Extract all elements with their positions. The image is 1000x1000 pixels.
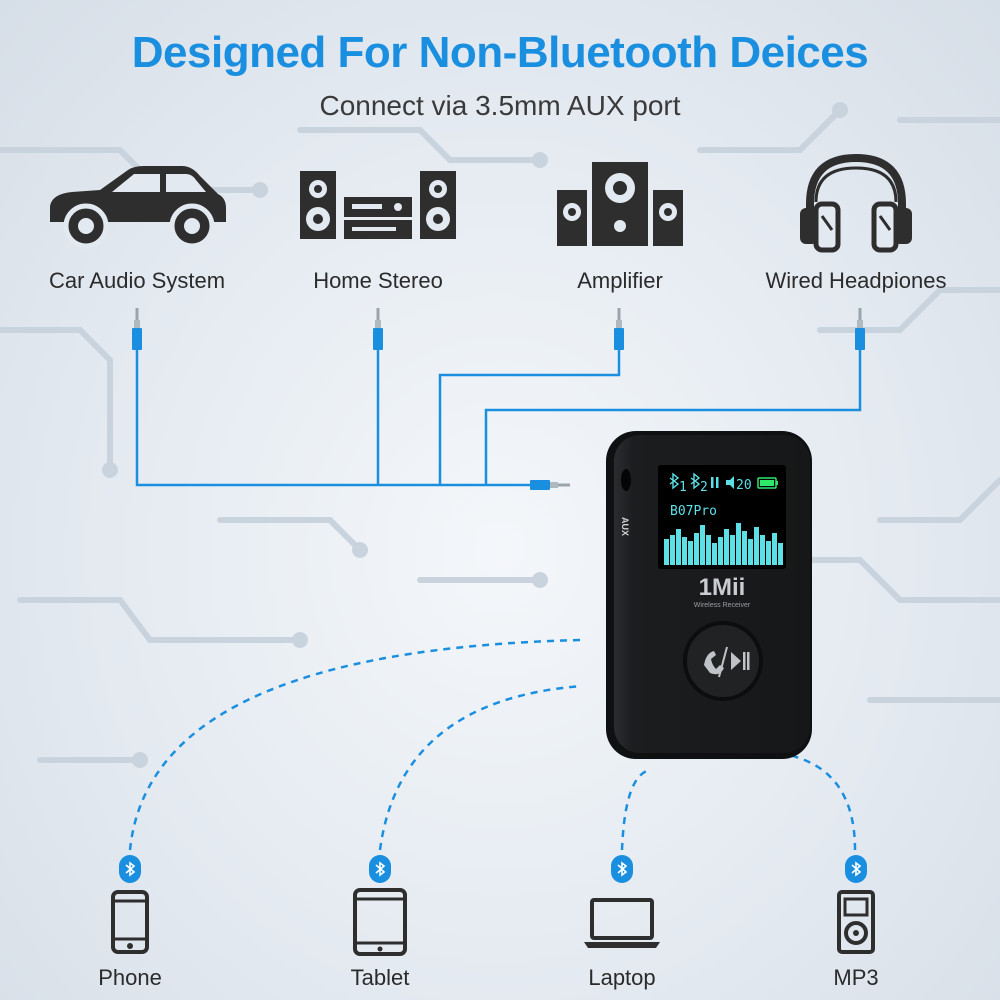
- aux-port-label: AUX: [620, 517, 630, 536]
- phone-icon: [45, 887, 215, 957]
- mp3-player-icon: [771, 887, 941, 957]
- source-home-stereo: Home Stereo: [258, 150, 498, 294]
- target-label: Laptop: [588, 965, 656, 990]
- source-label: Amplifier: [577, 268, 663, 293]
- bluetooth-icon: [611, 855, 633, 883]
- volume-icon: [726, 476, 734, 489]
- laptop-icon: [537, 887, 707, 957]
- target-tablet: Tablet: [295, 855, 465, 991]
- target-phone: Phone: [45, 855, 215, 991]
- bluetooth-link-lines: [128, 638, 857, 851]
- bluetooth-icon: [119, 855, 141, 883]
- bluetooth-icon: [845, 855, 867, 883]
- page-title: Designed For Non-Bluetooth Deices: [131, 28, 869, 77]
- target-label: MP3: [833, 965, 879, 990]
- bt1-indicator: 1: [679, 480, 687, 495]
- source-headphones: Wired Headpiones: [736, 150, 976, 294]
- brand-logo: 1Mii: [699, 574, 746, 601]
- bt2-indicator: 2: [700, 480, 708, 495]
- car-icon: [17, 150, 257, 260]
- source-label: Home Stereo: [313, 268, 443, 293]
- tablet-icon: [295, 887, 465, 957]
- target-label: Phone: [98, 965, 162, 990]
- model-line-text: Wireless Receiver: [694, 602, 751, 609]
- headphones-icon: [736, 150, 976, 260]
- source-amplifier: Amplifier: [500, 150, 740, 294]
- page-subtitle: Connect via 3.5mm AUX port: [319, 90, 681, 121]
- target-laptop: Laptop: [537, 855, 707, 991]
- bluetooth-receiver-device: AUX 1 2 20 B07Pro 1Mii Wireless Receiver: [606, 431, 812, 759]
- source-label: Wired Headpiones: [765, 268, 947, 293]
- device-name-display: B07Pro: [670, 504, 717, 519]
- equalizer-graphic: [664, 523, 783, 565]
- bluetooth-icon: [369, 855, 391, 883]
- call-play-pause-icon: [704, 646, 750, 678]
- target-mp3: MP3: [771, 855, 941, 991]
- amplifier-icon: [500, 150, 740, 260]
- target-label: Tablet: [350, 965, 410, 990]
- aux-plug-icon: [132, 308, 865, 490]
- home-stereo-icon: [258, 150, 498, 260]
- bluetooth-indicator-icon: [669, 472, 680, 490]
- volume-value: 20: [736, 478, 752, 493]
- source-car-audio: Car Audio System: [17, 150, 257, 294]
- source-label: Car Audio System: [48, 268, 226, 293]
